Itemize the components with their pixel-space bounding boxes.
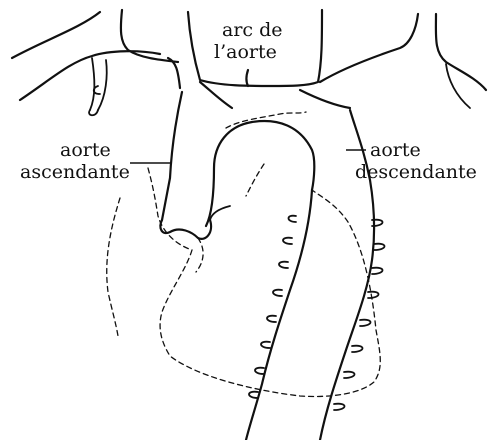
intercostal-branches-left [249,216,296,398]
right-branch-vessel [320,14,486,108]
arch-label-line1: arc de [222,19,283,41]
descending-label-line1: aorte [370,139,421,161]
ascending-label-line1: aorte [60,139,111,161]
left-branch-vessel [12,10,178,115]
descending-label-line2: descendante [355,161,477,183]
arch-label-line2: l’aorte [214,41,277,63]
ascending-label-line2: ascendante [20,161,130,183]
heart-outline [107,112,381,396]
ascending-aorta [160,92,314,239]
intercostal-branches-right [334,220,385,410]
